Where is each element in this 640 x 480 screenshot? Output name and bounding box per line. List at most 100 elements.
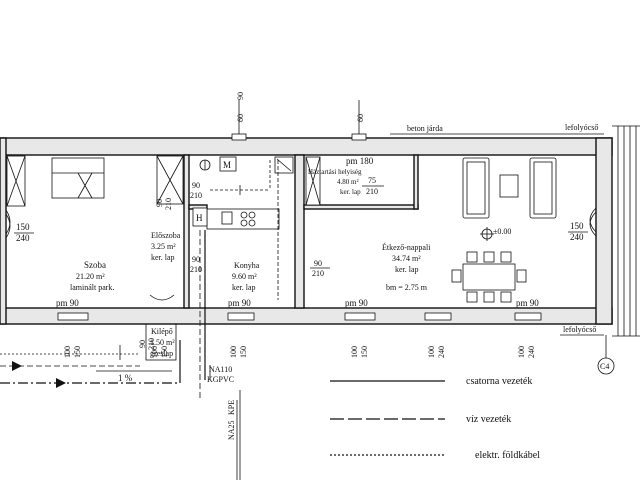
slope-label: 1 %	[118, 373, 133, 383]
c4-label: C4	[600, 362, 609, 371]
room-haztartasi: Háztartási helyiség 4.80 m² ker. lap	[308, 168, 362, 196]
door-240b: 240	[570, 232, 584, 242]
kilepo-box	[145, 294, 177, 361]
pm90-label-1: pm 90	[56, 298, 79, 308]
sidewalk-label: beton járda	[407, 124, 443, 133]
bottom-dim-100b: 100	[229, 346, 238, 358]
kitchen-counter	[206, 208, 280, 230]
room-szoba: Szoba 21.20 m² laminált park.	[70, 260, 114, 292]
legend: csatorna vezeték víz vezeték elektr. föl…	[330, 376, 540, 461]
elevation-label: ±0.00	[493, 227, 511, 236]
door-150a: 150	[16, 222, 30, 232]
bottom-dim-100a: 100	[63, 346, 72, 358]
pm90-label-3: pm 90	[345, 298, 368, 308]
legend-sewer-label: csatorna vezeték	[466, 376, 532, 387]
meter-label: M	[223, 160, 231, 170]
living-furniture	[451, 157, 557, 303]
partition-4	[303, 204, 419, 210]
water-line	[0, 230, 241, 480]
outer-walls	[0, 137, 613, 325]
konyha-name: Konyha	[234, 261, 260, 270]
bottom-dim-100c: 100	[350, 346, 359, 358]
bottom-dims: 100 150 100 150 100 150 100 240 100 240 …	[63, 338, 536, 358]
left-wall	[0, 137, 7, 325]
bottom-dim-150b: 150	[239, 346, 248, 358]
door-75: 75	[368, 176, 376, 185]
door-210e: 210	[312, 269, 324, 278]
partition-1	[183, 154, 190, 309]
top-dim-60a: 60	[236, 114, 245, 122]
partition-5	[413, 154, 419, 210]
bottom-windows	[57, 312, 542, 321]
top-wall	[0, 137, 613, 156]
kilepo-name: Kilépő	[151, 327, 173, 336]
door-240a: 240	[16, 233, 30, 243]
utility-fixtures	[199, 156, 321, 206]
pm90-label-2: pm 90	[228, 298, 251, 308]
shelf	[156, 155, 184, 205]
meter-box	[219, 156, 237, 172]
sewer-line	[0, 340, 211, 388]
haztartasi-area: 4.80 m²	[337, 178, 359, 186]
right-door	[589, 207, 597, 237]
szoba-name: Szoba	[84, 260, 106, 270]
etkezo-floor: ker. lap	[395, 265, 419, 274]
szoba-area: 21.20 m²	[76, 272, 105, 281]
konyha-area: 9.60 m²	[232, 272, 257, 281]
top-dim-90: 90	[236, 92, 245, 100]
etkezo-area: 34.74 m²	[392, 254, 421, 263]
eloszoba-area: 3.25 m²	[151, 242, 176, 251]
partition-2	[294, 154, 305, 309]
room-konyha: Konyha 9.60 m² ker. lap	[232, 261, 260, 292]
bottom-dim-240b: 240	[527, 346, 536, 358]
bottom-dim-100e: 100	[517, 346, 526, 358]
terrace	[612, 125, 640, 337]
bottom-dim-100d: 100	[427, 346, 436, 358]
szoba-floor: laminált park.	[70, 283, 114, 292]
door-90b: 90	[155, 199, 164, 207]
door-150b: 150	[570, 221, 584, 231]
room-etkezo: Étkező-nappali 34.74 m² ker. lap bm = 2.…	[382, 242, 431, 292]
door-90e: 90	[138, 340, 147, 348]
top-windows	[231, 100, 367, 141]
door-210d: 210	[190, 265, 202, 274]
bottom-dim-240a: 240	[437, 346, 446, 358]
door-210f: 210	[147, 338, 156, 350]
pm180-label: pm 180	[346, 156, 374, 166]
etkezo-height: bm = 2.75 m	[386, 283, 428, 292]
haztartasi-name: Háztartási helyiség	[308, 168, 362, 176]
door-210c: 210	[164, 198, 173, 210]
bottom-dim-150a: 150	[73, 346, 82, 358]
right-wall	[595, 137, 613, 325]
boiler-box	[192, 207, 208, 227]
na110-label: NA110	[209, 365, 232, 374]
door-90a: 90	[192, 181, 200, 190]
kilepo-area: 1.50 m²	[150, 338, 175, 347]
kgpvc-label: KGPVC	[207, 375, 234, 384]
bottom-dim-150c: 150	[360, 346, 369, 358]
legend-electric-label: elektr. földkábel	[475, 450, 540, 461]
downpipe-bottom-label: lefolyócső	[563, 325, 596, 334]
internal-pipes	[119, 160, 279, 380]
bottom-dim-150d: 150	[160, 346, 169, 358]
wardrobe	[6, 155, 26, 207]
na25-label: NA25	[227, 420, 236, 440]
haztartasi-floor: ker. lap	[340, 188, 361, 196]
downpipe-top-label: lefolyócső	[565, 123, 598, 132]
eloszoba-name: Előszoba	[151, 231, 181, 240]
legend-water-label: víz vezeték	[466, 414, 511, 425]
left-door	[5, 209, 11, 239]
bottom-dim-100f: 100	[150, 346, 159, 358]
etkezo-name: Étkező-nappali	[382, 242, 431, 252]
bed	[51, 157, 105, 199]
door-90c: 90	[192, 255, 200, 264]
door-210a: 210	[366, 187, 378, 196]
door-90d: 90	[314, 259, 322, 268]
konyha-floor: ker. lap	[232, 283, 256, 292]
kpe-label: KPE	[227, 400, 236, 415]
boiler-label: H	[196, 213, 203, 223]
eloszoba-floor: ker. lap	[151, 253, 175, 262]
top-dim-60b: 60	[356, 114, 365, 122]
elevation-marker	[480, 227, 494, 241]
